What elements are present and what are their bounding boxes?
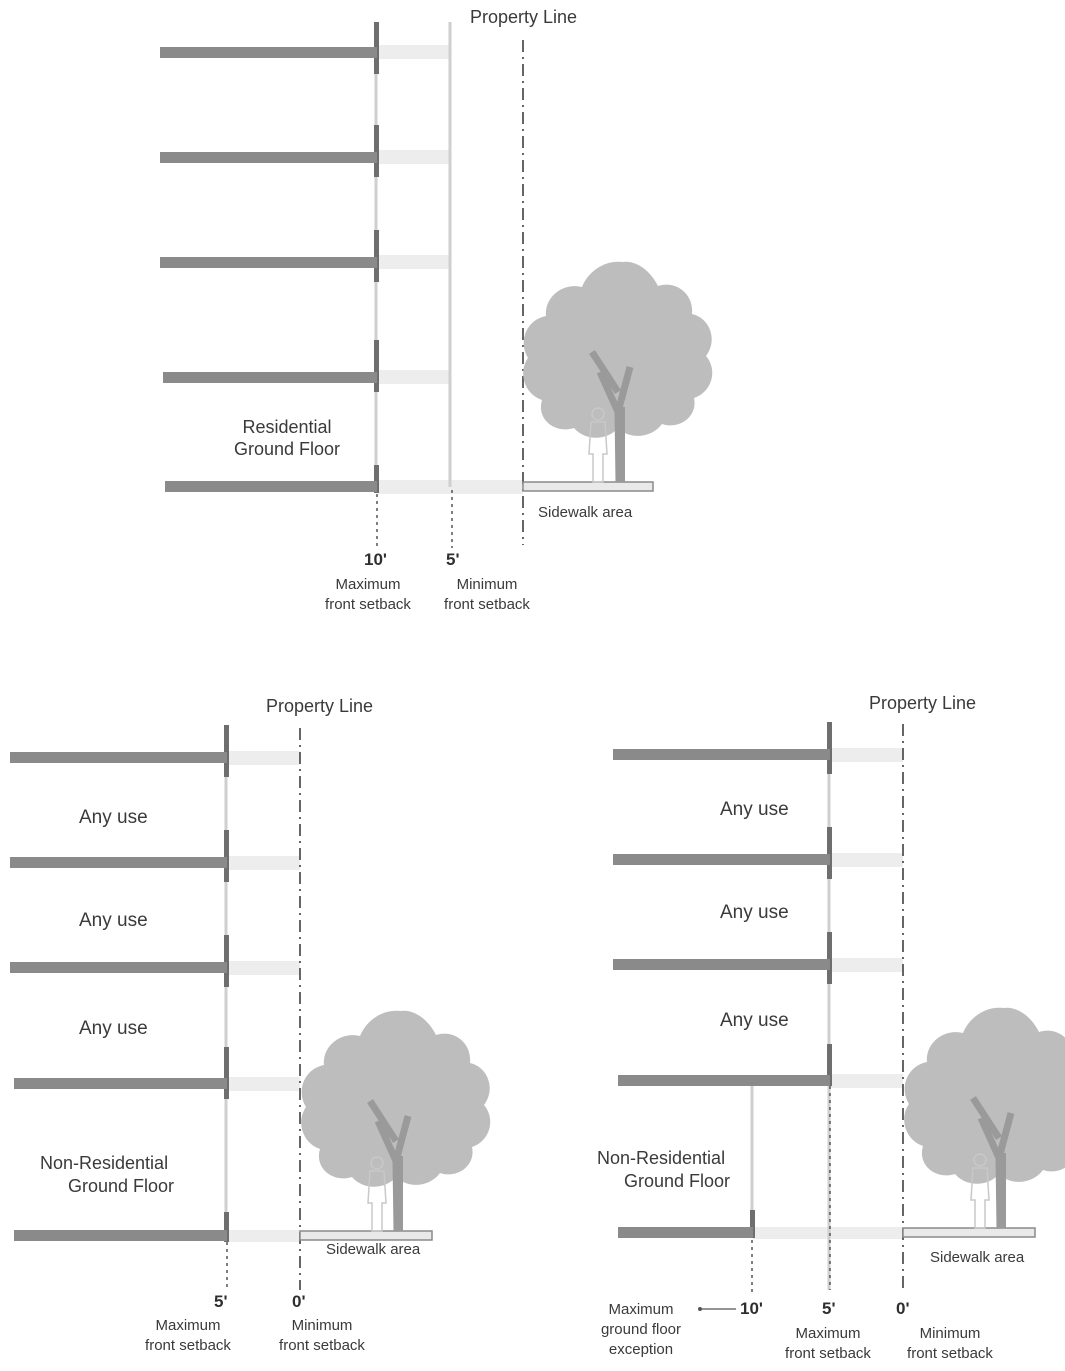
min-dimension: 0' [896, 1299, 910, 1318]
floor-label-line: Non-Residential [597, 1148, 726, 1168]
use-label: Any use [720, 902, 789, 923]
floor-label-line: Ground Floor [624, 1170, 731, 1191]
floor-label-line: Ground Floor [233, 438, 341, 459]
use-label: Any use [79, 1018, 148, 1039]
caption-line: Maximum [335, 576, 401, 593]
caption-line: front setback [907, 1344, 993, 1362]
exception-caption: Maximum ground floor exception [585, 1302, 697, 1357]
min-dimension: 0' [292, 1292, 306, 1311]
floor-label: Non-Residential Ground Floor [40, 1154, 210, 1196]
caption-line: front setback [145, 1336, 231, 1354]
sidewalk-label: Sidewalk area [326, 1241, 421, 1258]
caption-line: exception [608, 1340, 674, 1358]
floor-label-line: Ground Floor [68, 1175, 175, 1196]
floor-label: Non-Residential Ground Floor [597, 1149, 767, 1191]
residential-diagram [160, 22, 712, 548]
max-dimension: 5' [822, 1299, 836, 1318]
caption-line: Minimum [291, 1317, 353, 1334]
max-dimension: 5' [214, 1292, 228, 1311]
max-dimension: 10' [364, 550, 387, 569]
max-caption: Maximum front setback [768, 1326, 888, 1362]
sidewalk-label: Sidewalk area [930, 1249, 1025, 1266]
use-label: Any use [79, 910, 148, 931]
caption-line: front setback [785, 1344, 871, 1362]
use-label: Any use [720, 1010, 789, 1031]
min-caption: Minimum front setback [890, 1326, 1010, 1362]
use-label: Any use [720, 799, 789, 820]
property-line-label: Property Line [266, 696, 374, 716]
property-line-label: Property Line [470, 7, 578, 27]
sidewalk-label: Sidewalk area [538, 504, 633, 521]
caption-line: Maximum [608, 1301, 674, 1318]
max-caption: Maximum front setback [311, 577, 425, 613]
property-line-label: Property Line [869, 693, 977, 713]
caption-line: ground floor [600, 1320, 682, 1338]
max-caption: Maximum front setback [128, 1318, 248, 1354]
caption-line: Minimum [456, 576, 518, 593]
non-residential-left-diagram [10, 725, 490, 1290]
floor-label-line: Non-Residential [40, 1153, 169, 1173]
min-caption: Minimum front setback [430, 577, 544, 613]
floor-label: Residential Ground Floor [222, 418, 352, 459]
caption-line: front setback [325, 595, 411, 613]
exception-dimension: 10' [740, 1299, 763, 1318]
min-dimension: 5' [446, 550, 460, 569]
use-label: Any use [79, 807, 148, 828]
caption-line: front setback [444, 595, 530, 613]
caption-line: Minimum [919, 1325, 981, 1342]
min-caption: Minimum front setback [262, 1318, 382, 1354]
floor-label-line: Residential [242, 417, 332, 437]
caption-line: Maximum [795, 1325, 861, 1342]
caption-line: front setback [279, 1336, 365, 1354]
caption-line: Maximum [155, 1317, 221, 1334]
non-residential-right-diagram [613, 722, 1065, 1311]
